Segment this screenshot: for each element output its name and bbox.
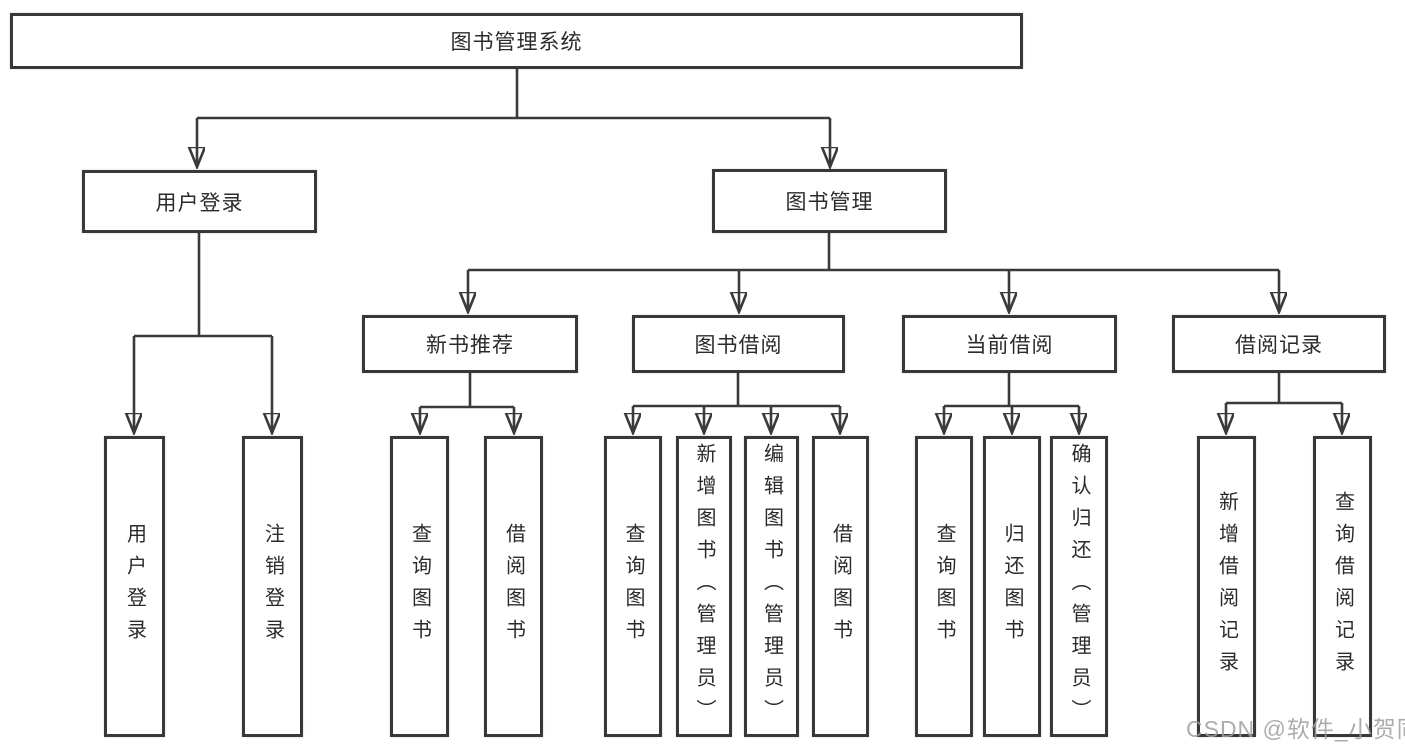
node-borrow-records: 借阅记录 [1172,315,1386,373]
node-label: 借阅记录 [1235,334,1323,357]
node-label: 查询图书 [933,522,955,651]
leaf-query-borrow-record: 查询借阅记录 [1313,436,1372,737]
node-label: 归还图书 [1001,522,1023,651]
node-label: 查询借阅记录 [1331,490,1354,683]
node-label: 新增图书（管理员） [693,442,715,731]
node-label: 确认归还（管理员） [1068,442,1090,731]
node-label: 用户登录 [155,191,244,215]
node-new-book-recommend: 新书推荐 [362,315,578,373]
node-user-login: 用户登录 [82,170,317,233]
node-label: 借阅图书 [829,522,852,651]
node-current-borrow: 当前借阅 [902,315,1117,373]
node-label: 新增借阅记录 [1215,490,1238,683]
leaf-query-books-current: 查询图书 [915,436,973,737]
leaf-borrow-books-recommend: 借阅图书 [484,436,543,737]
leaf-edit-books-admin: 编辑图书（管理员） [744,436,799,737]
leaf-borrow-books: 借阅图书 [812,436,869,737]
node-label: 查询图书 [408,522,431,651]
node-label: 图书管理系统 [450,31,583,54]
node-label: 图书借阅 [694,334,783,357]
leaf-query-books-recommend: 查询图书 [390,436,449,737]
node-label: 注销登录 [261,522,284,651]
node-library-management-system: 图书管理系统 [10,13,1023,69]
leaf-query-books-borrow: 查询图书 [604,436,662,737]
node-label: 查询图书 [622,522,644,651]
csdn-watermark: CSDN @软件_小贺同学 [1186,716,1405,742]
node-label: 当前借阅 [965,334,1054,357]
node-book-borrow: 图书借阅 [632,315,845,373]
leaf-add-books-admin: 新增图书（管理员） [676,436,732,737]
node-label: 借阅图书 [502,522,525,651]
leaf-user-login: 用户登录 [104,436,165,737]
leaf-confirm-return-admin: 确认归还（管理员） [1050,436,1108,737]
leaf-add-borrow-record: 新增借阅记录 [1197,436,1256,737]
node-label: 新书推荐 [426,334,514,357]
node-label: 编辑图书（管理员） [760,442,783,731]
node-label: 图书管理 [785,191,874,214]
leaf-logout: 注销登录 [242,436,303,737]
leaf-return-books: 归还图书 [983,436,1041,737]
node-label: 用户登录 [123,522,146,651]
node-book-management: 图书管理 [712,169,947,233]
